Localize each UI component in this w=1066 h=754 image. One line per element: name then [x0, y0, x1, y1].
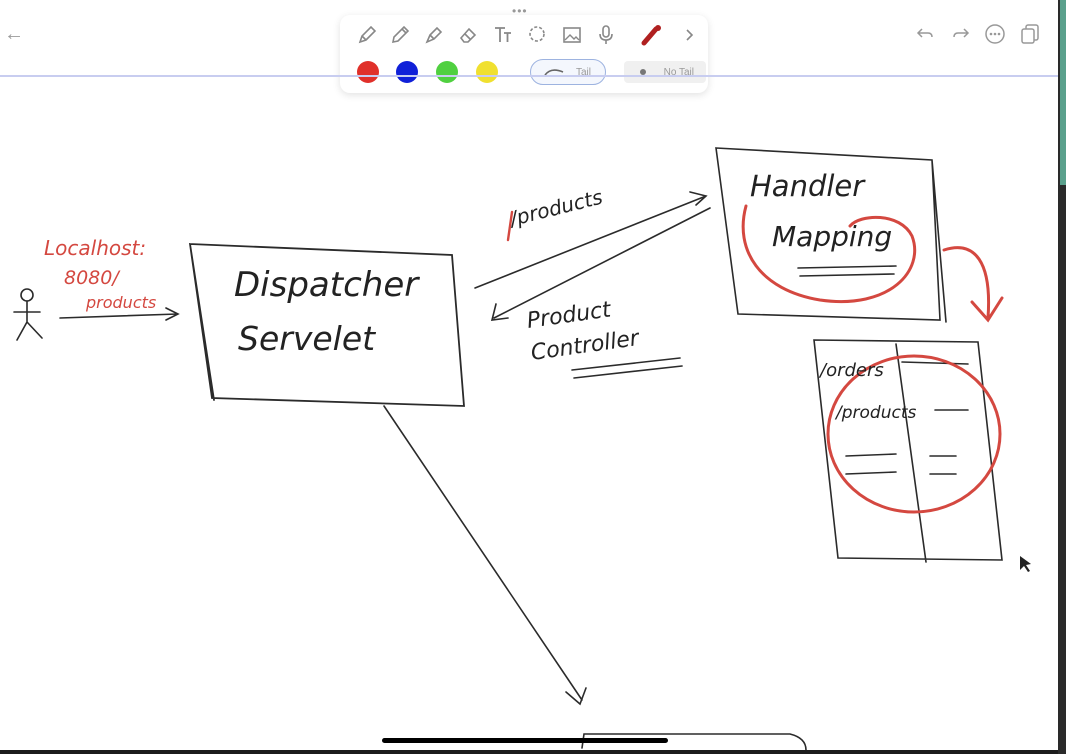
text-icon[interactable] — [488, 21, 518, 49]
arrow-request — [474, 191, 708, 289]
laser-pointer-icon[interactable] — [637, 21, 667, 49]
products-row: /products — [834, 403, 916, 423]
redo-icon[interactable] — [949, 22, 973, 46]
home-indicator — [382, 738, 668, 743]
drag-handle-icon[interactable]: ••• — [512, 4, 528, 18]
localhost-text-line2: 8080/ — [64, 267, 121, 289]
no-tail-label: No Tail — [663, 66, 694, 78]
slash-mark — [506, 210, 514, 242]
image-icon[interactable] — [557, 21, 587, 49]
dispatcher-box — [188, 243, 465, 407]
arrow-response — [490, 207, 711, 321]
mapping-table — [813, 339, 1003, 563]
chevron-right-icon[interactable] — [674, 21, 704, 49]
window-edge — [1058, 0, 1066, 754]
color-swatch-green[interactable] — [436, 61, 458, 83]
handler-mapping-box — [715, 147, 947, 323]
eraser-icon[interactable] — [453, 21, 483, 49]
tail-label: Tail — [575, 66, 591, 78]
top-bar: ••• ← — [0, 0, 1058, 93]
dot-icon — [640, 69, 646, 75]
no-tail-button[interactable]: No Tail — [624, 61, 706, 83]
table-entry-lines — [845, 361, 969, 475]
localhost-text-line1: Localhost: — [44, 236, 146, 260]
drawing-toolbar: Tail No Tail — [340, 15, 708, 93]
arrow-to-controller — [383, 405, 587, 706]
mapping-underline — [797, 265, 897, 277]
curved-arrow — [942, 246, 1004, 323]
back-arrow-icon[interactable]: ← — [4, 23, 24, 45]
pages-icon[interactable] — [1018, 22, 1042, 46]
microphone-icon[interactable] — [591, 21, 621, 49]
undo-icon[interactable] — [913, 22, 937, 46]
controller-underline — [571, 357, 683, 379]
pencil-icon[interactable] — [385, 21, 415, 49]
orders-row: /orders — [818, 360, 884, 381]
mapping-label: Mapping — [772, 220, 892, 253]
color-swatch-red[interactable] — [357, 61, 379, 83]
route-label: /products — [505, 185, 604, 232]
bottom-box-edge — [581, 733, 807, 750]
products-circle — [826, 354, 1002, 514]
color-swatch-blue[interactable] — [396, 61, 418, 83]
handler-label: Handler — [750, 169, 866, 203]
tail-toggle-button[interactable]: Tail — [530, 59, 606, 85]
servelet-label: Servelet — [238, 319, 376, 358]
cursor-icon — [1020, 556, 1031, 572]
highlighter-icon[interactable] — [419, 21, 449, 49]
arrow-user-to-dispatcher — [59, 307, 180, 321]
page-top-rule — [0, 75, 1058, 77]
more-icon[interactable] — [983, 22, 1007, 46]
controller-label: Controller — [529, 326, 642, 366]
localhost-text-line3: products — [85, 293, 156, 312]
mapping-circle — [741, 204, 917, 303]
stick-figure — [13, 288, 43, 341]
lasso-icon[interactable] — [522, 21, 552, 49]
product-label: Product — [525, 297, 613, 334]
pen-icon[interactable] — [352, 21, 382, 49]
dispatcher-label: Dispatcher — [234, 265, 420, 305]
window-edge-accent — [1060, 0, 1066, 185]
color-swatch-yellow[interactable] — [476, 61, 498, 83]
drawing-canvas[interactable]: Localhost: 8080/ products Dispatcher Ser… — [0, 77, 1058, 750]
curve-icon — [544, 69, 564, 76]
